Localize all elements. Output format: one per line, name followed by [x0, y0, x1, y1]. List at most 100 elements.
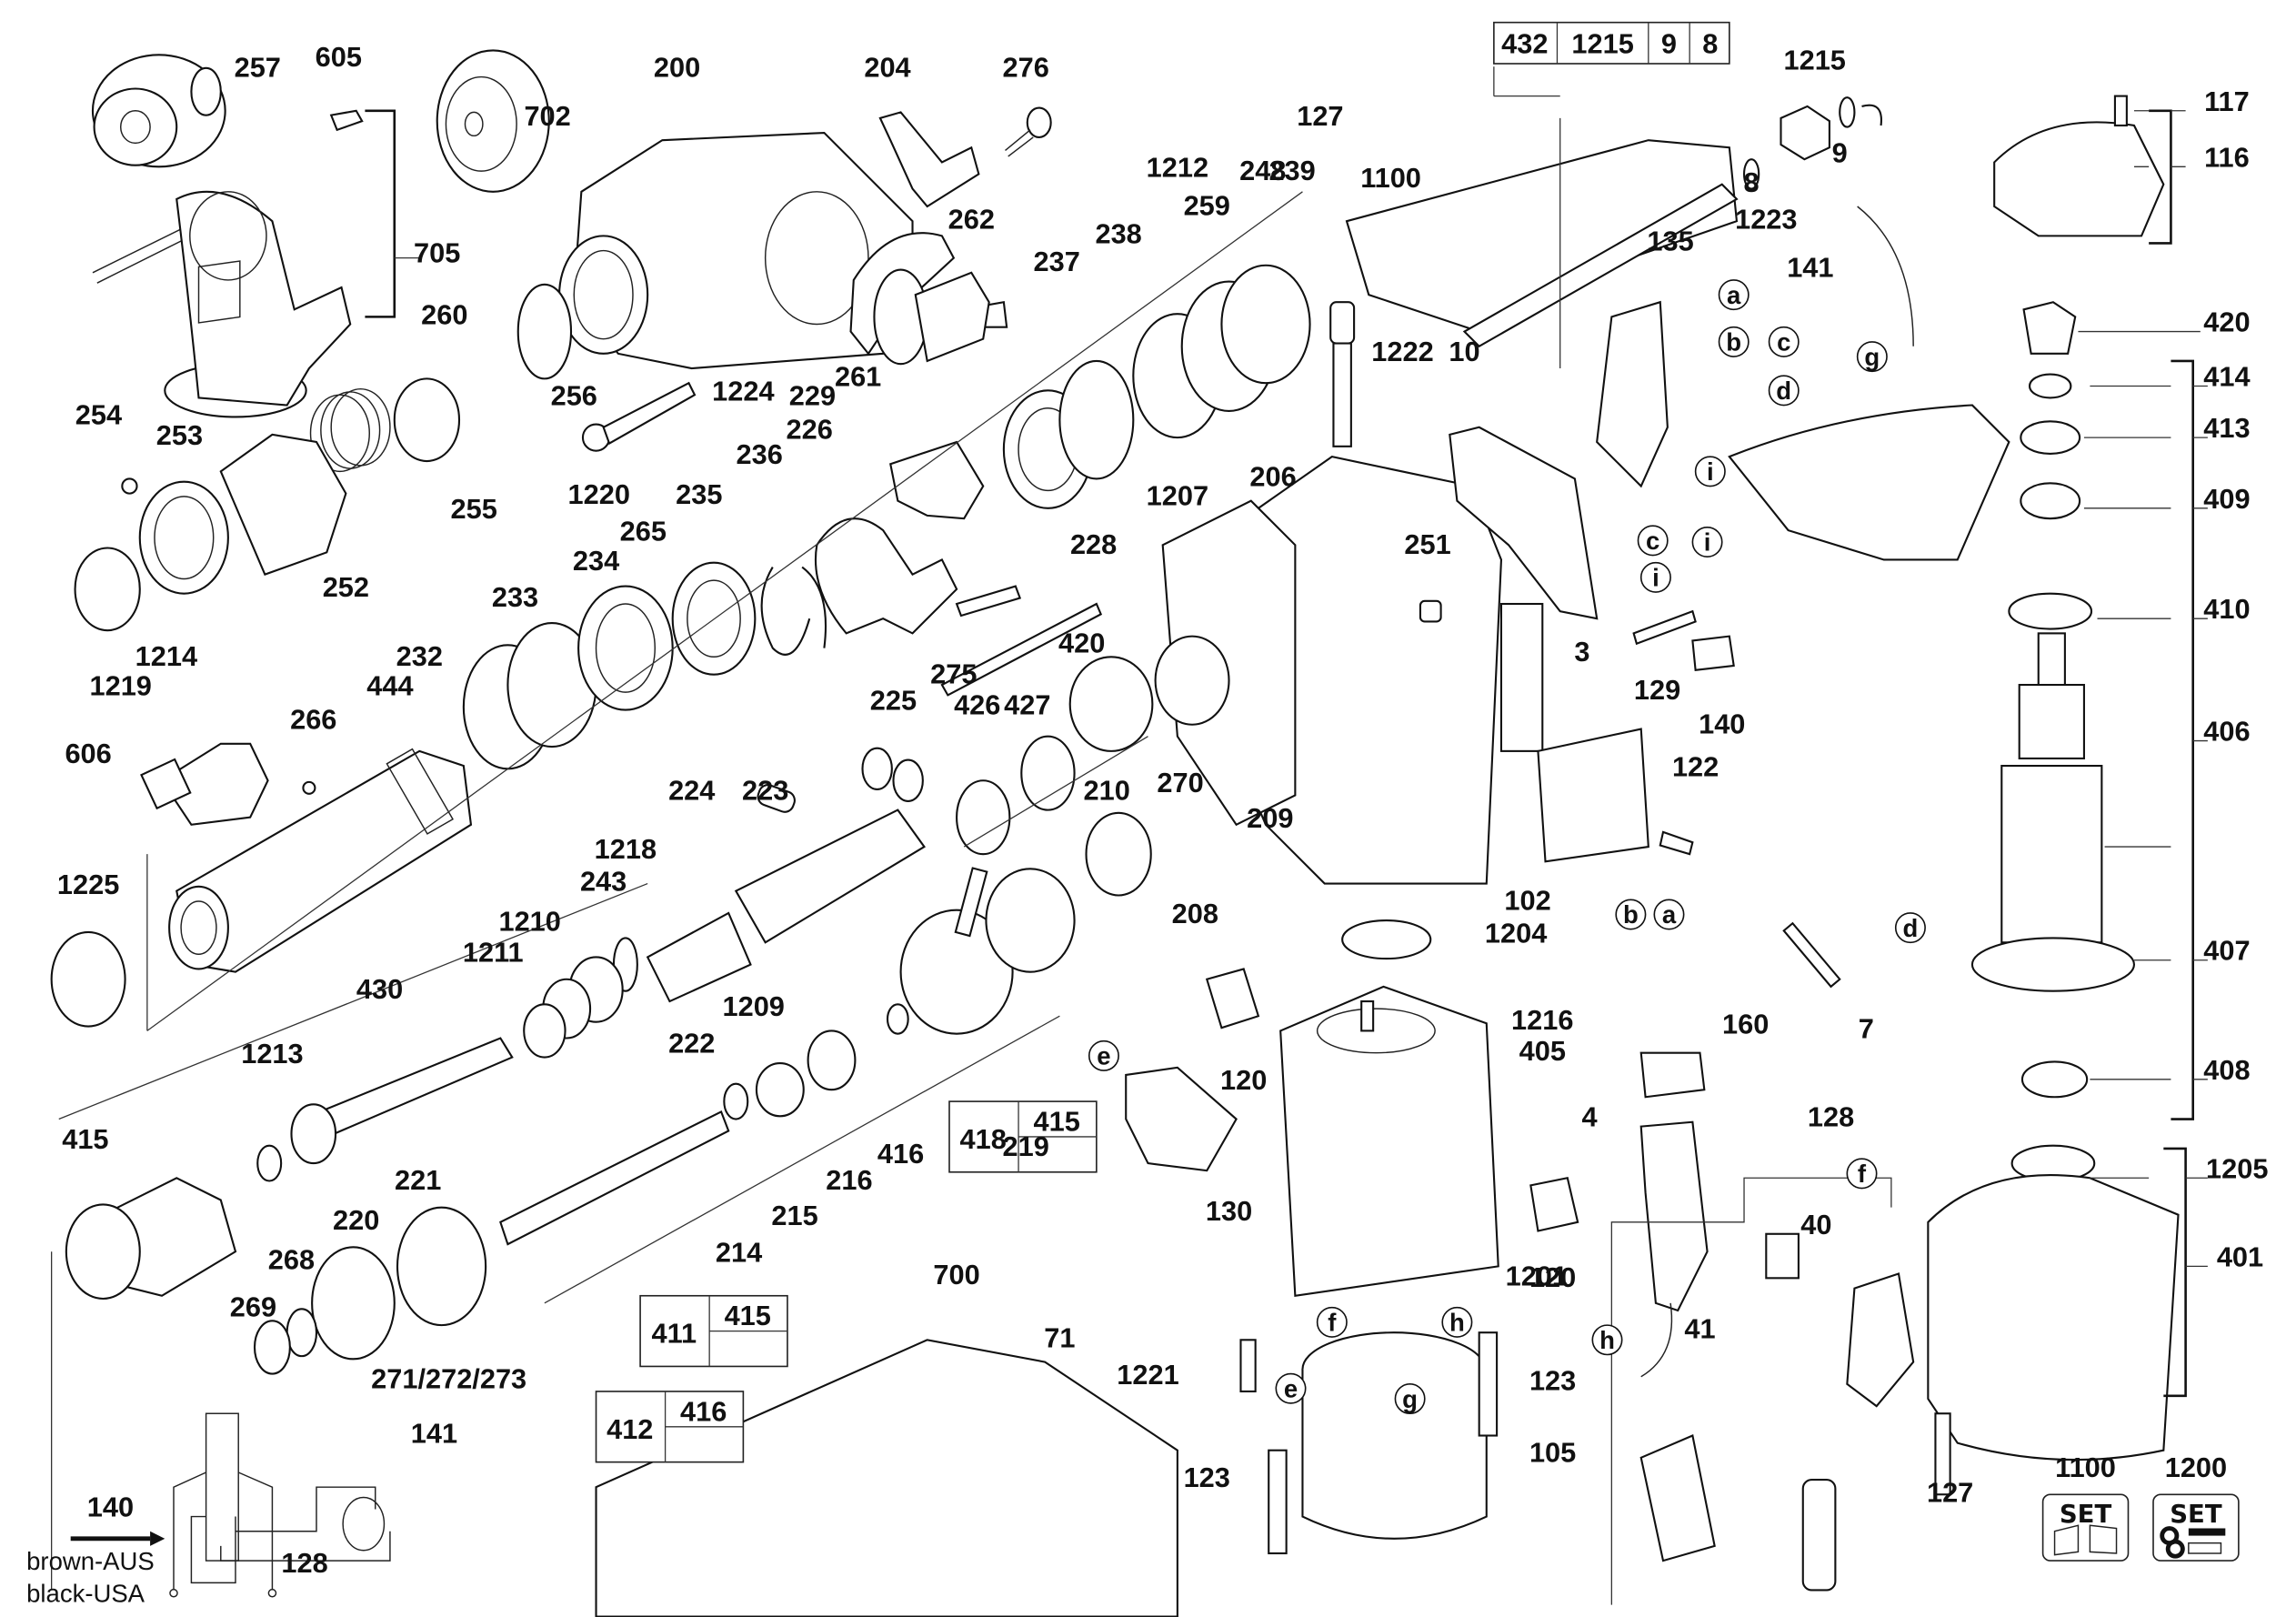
connector-letter: f	[1858, 1160, 1867, 1188]
part-9-clip	[1861, 104, 1882, 126]
connector-circle	[1694, 456, 1726, 487]
part-number-label: 7	[1859, 1013, 1874, 1045]
ref-box-cell: 8	[1702, 28, 1718, 60]
connector-letter-b: b	[1615, 899, 1647, 930]
part-122-screw	[1659, 830, 1694, 856]
connector-letter: g	[1864, 343, 1880, 371]
part-number-label: 8	[1744, 166, 1760, 198]
part-number-label: 127	[1297, 100, 1343, 132]
wiring-legend-brown-aus: brown-AUS	[26, 1547, 155, 1575]
part-number-label: 262	[948, 203, 995, 235]
part-number-label: 401	[2217, 1240, 2263, 1272]
part-number-label: 128	[1808, 1101, 1854, 1133]
part-1216-pin	[1360, 999, 1375, 1032]
part-210-gear	[1068, 656, 1154, 752]
part-number-label: 140	[87, 1491, 134, 1523]
part-number-label: 216	[826, 1164, 872, 1196]
connector-circle	[1894, 912, 1926, 944]
part-1225-ring	[50, 930, 126, 1028]
part-number-label: 409	[2203, 483, 2250, 515]
part-1207-gasket	[1154, 635, 1230, 726]
part-427-o-ring	[1020, 735, 1076, 811]
connector-letter-e: e	[1275, 1372, 1307, 1404]
part-number-label: 1221	[1117, 1359, 1178, 1391]
part-number-label: 214	[716, 1237, 762, 1269]
part-number-label: 251	[1404, 528, 1450, 560]
part-3-nameplate	[1499, 602, 1544, 752]
part-225-washer	[892, 758, 924, 802]
connector-letter: h	[1599, 1326, 1615, 1354]
connector-circle	[1316, 1306, 1348, 1338]
part-number-label: 1223	[1735, 203, 1797, 235]
part-140-carbon-brush	[1691, 635, 1735, 672]
part-number-label: 255	[451, 493, 497, 525]
connector-circle	[1768, 375, 1800, 407]
part-605-rod	[329, 109, 364, 132]
part-219-pin	[954, 867, 988, 938]
part-number-label: 222	[668, 1028, 715, 1060]
part-number-label: 123	[1529, 1364, 1576, 1396]
connector-letter-g: g	[1856, 341, 1888, 373]
connector-circle	[1639, 561, 1671, 593]
part-8-washer	[1839, 96, 1856, 128]
part-number-label: 1225	[57, 869, 119, 900]
part-number-label: 220	[333, 1204, 379, 1236]
part-number-label: 415	[62, 1123, 108, 1155]
part-41-connector	[1765, 1232, 1800, 1280]
part-1211-ring	[523, 1003, 566, 1059]
part-number-label: 269	[230, 1291, 276, 1322]
ref-box-cell: 9	[1661, 28, 1677, 60]
part-number-label: 129	[1634, 674, 1680, 706]
part-number-label: 1100	[1360, 162, 1421, 194]
part-234-disc	[577, 585, 674, 711]
part-260-o-ring	[393, 377, 461, 463]
connector-letter-g: g	[1394, 1383, 1426, 1415]
ref-box-cell: 432	[1501, 28, 1548, 60]
set-number: 1200	[2165, 1451, 2227, 1483]
part-414-bushing	[2028, 373, 2072, 399]
part-number-label: 420	[1058, 627, 1105, 658]
screws-washers-icon	[2160, 1526, 2226, 1559]
connector-circle	[1394, 1383, 1426, 1415]
part-number-label: 237	[1033, 246, 1079, 277]
connector-letter-a: a	[1718, 279, 1750, 311]
connector-circle	[1637, 525, 1669, 557]
part-number-label: 268	[268, 1244, 315, 1276]
part-number-label: 200	[654, 52, 700, 84]
connector-letter-h: h	[1441, 1306, 1473, 1338]
part-1222-bolt	[1329, 301, 1356, 447]
connector-letter-f: f	[1846, 1158, 1878, 1190]
part-number-label: 243	[580, 866, 627, 898]
part-276-screw	[1005, 106, 1052, 157]
part-number-label: 1214	[135, 640, 197, 672]
part-number-label: 1209	[723, 990, 785, 1022]
part-number-label: 270	[1157, 767, 1203, 798]
leader-lines	[51, 66, 2208, 1605]
part-number-label: 105	[1529, 1437, 1576, 1469]
part-120-brush-holder	[1529, 1177, 1579, 1232]
ref-box-sub: 416	[680, 1395, 727, 1427]
part-702-dust-cap	[436, 49, 550, 193]
connector-letter: c	[1646, 527, 1659, 555]
part-1215-block	[1780, 105, 1830, 161]
connector-letter: i	[1652, 564, 1659, 592]
part-220-gear	[311, 1246, 396, 1361]
part-127-screw	[1934, 1412, 1951, 1496]
connector-letter: e	[1097, 1042, 1110, 1070]
part-number-label: 1213	[241, 1038, 303, 1070]
part-number-label: 10	[1449, 336, 1479, 367]
connector-letter-i: i	[1639, 561, 1671, 593]
part-number-label: 206	[1249, 461, 1296, 493]
connector-circle	[1653, 899, 1685, 930]
part-number-label: 1210	[498, 905, 560, 937]
ref-box-432-1215-9-8: 432 1215 9 8	[1493, 21, 1730, 65]
part-261-selector-knob	[873, 268, 990, 366]
connector-letter: i	[1707, 457, 1714, 486]
part-number-label: 215	[771, 1200, 817, 1231]
part-number-label: 128	[281, 1547, 327, 1579]
part-120-brush-holder	[1205, 968, 1260, 1029]
part-225-washer	[861, 747, 893, 791]
part-40-sleeve	[1801, 1479, 1837, 1592]
housing-parts-icon	[2053, 1524, 2118, 1556]
connector-letter: f	[1328, 1309, 1337, 1337]
